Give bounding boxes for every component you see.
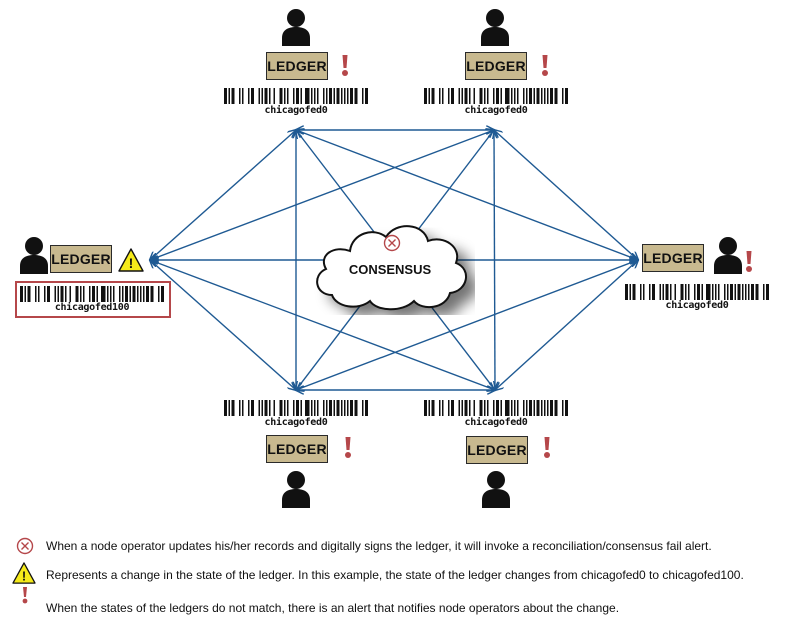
ledger-box: LEDGER — [465, 52, 527, 80]
alert-icon — [343, 436, 353, 460]
changed-state-highlight — [15, 281, 171, 318]
ledger-box: LEDGER — [50, 245, 112, 273]
barcode — [424, 88, 568, 104]
barcode — [625, 284, 769, 300]
ledger-state-label: chicagofed0 — [264, 417, 328, 428]
ledger-state-label: chicagofed0 — [464, 417, 528, 428]
barcode — [224, 400, 368, 416]
ledger-box: LEDGER — [466, 436, 528, 464]
legend-text: Represents a change in the state of the … — [46, 568, 744, 582]
ledger-state-label: chicagofed0 — [264, 105, 328, 116]
legend-text: When the states of the ledgers do not ma… — [46, 601, 620, 615]
warning-icon: ! — [12, 562, 36, 587]
edge-right-to-bottom-right — [495, 260, 638, 390]
svg-text:!: ! — [22, 568, 26, 583]
edge-top-right-to-right — [494, 130, 638, 260]
alert-icon — [340, 54, 350, 78]
consensus-label: CONSENSUS — [348, 262, 432, 277]
warning-icon: ! — [118, 248, 144, 272]
node-operator-icon — [18, 236, 50, 274]
barcode — [424, 400, 568, 416]
ledger-box: LEDGER — [266, 52, 328, 80]
edge-left-to-bottom-left — [150, 260, 296, 390]
legend-text: When a node operator updates his/her rec… — [46, 539, 712, 553]
alert-icon — [540, 54, 550, 78]
ledger-box: LEDGER — [266, 435, 328, 463]
ledger-state-label: chicagofed0 — [665, 300, 729, 311]
ledger-state-label: chicagofed100 — [54, 302, 130, 313]
barcode — [224, 88, 368, 104]
consensus-fail-icon — [16, 537, 34, 558]
ledger-box: LEDGER — [642, 244, 704, 272]
node-operator-icon — [712, 236, 744, 274]
alert-icon — [542, 436, 552, 460]
node-operator-icon — [480, 470, 512, 508]
node-operator-icon — [479, 8, 511, 46]
consensus-fail-icon — [383, 234, 401, 252]
ledger-state-label: chicagofed0 — [464, 105, 528, 116]
alert-icon — [20, 586, 30, 609]
edge-top-left-to-left — [150, 130, 296, 260]
svg-text:!: ! — [129, 255, 134, 271]
node-operator-icon — [280, 8, 312, 46]
node-operator-icon — [280, 470, 312, 508]
alert-icon — [744, 250, 754, 274]
barcode — [20, 286, 164, 302]
consensus-cloud — [316, 225, 475, 315]
